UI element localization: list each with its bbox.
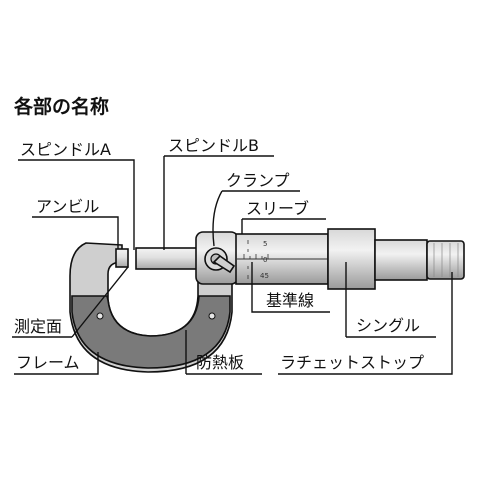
clamp-lever [212,254,236,274]
anvil [115,248,129,268]
label-clamp: クランプ [226,171,290,190]
leader-sleeve [241,218,326,234]
leader-frame [14,352,99,375]
leader-ratchet-stop [278,272,453,375]
leader-anvil [32,216,119,249]
sleeve-graduations [243,240,269,279]
label-spindle-b: スピンドルB [168,136,259,155]
thimble [327,228,376,290]
leader-thimble [345,262,436,338]
leader-heat-insulator [185,330,262,375]
label-thimble: シングル [356,316,420,335]
label-spindle-a: スピンドルA [20,140,111,159]
scale-mark-bottom: 45 [260,272,269,280]
label-measuring-face: 測定面 [14,317,62,336]
leader-measuring-face [12,266,129,338]
scale-mark-middle: 0 [263,256,267,264]
scale-mark-top: 5 [263,240,267,248]
ratchet-stop [426,240,465,280]
diagram-title: 各部の名称 [13,95,109,118]
leader-spindle-a [18,159,135,250]
label-heat-insulator: 防熱板 [196,353,244,372]
label-anvil: アンビル [36,197,99,216]
ratchet-knurl [433,243,459,277]
label-sleeve: スリーブ [246,199,309,218]
leader-clamp [212,190,300,247]
spindle [135,247,199,270]
leader-spindle-b [163,155,274,250]
insulator-rivet-right [208,312,216,320]
leader-reference-line [251,262,330,313]
label-frame: フレーム [16,353,80,372]
thimble-shaft [374,239,428,281]
label-ratchet-stop: ラチェットストップ [280,353,424,372]
insulator-rivet-left [96,312,104,320]
label-reference-line: 基準線 [266,291,314,310]
heat-insulator [71,295,231,369]
